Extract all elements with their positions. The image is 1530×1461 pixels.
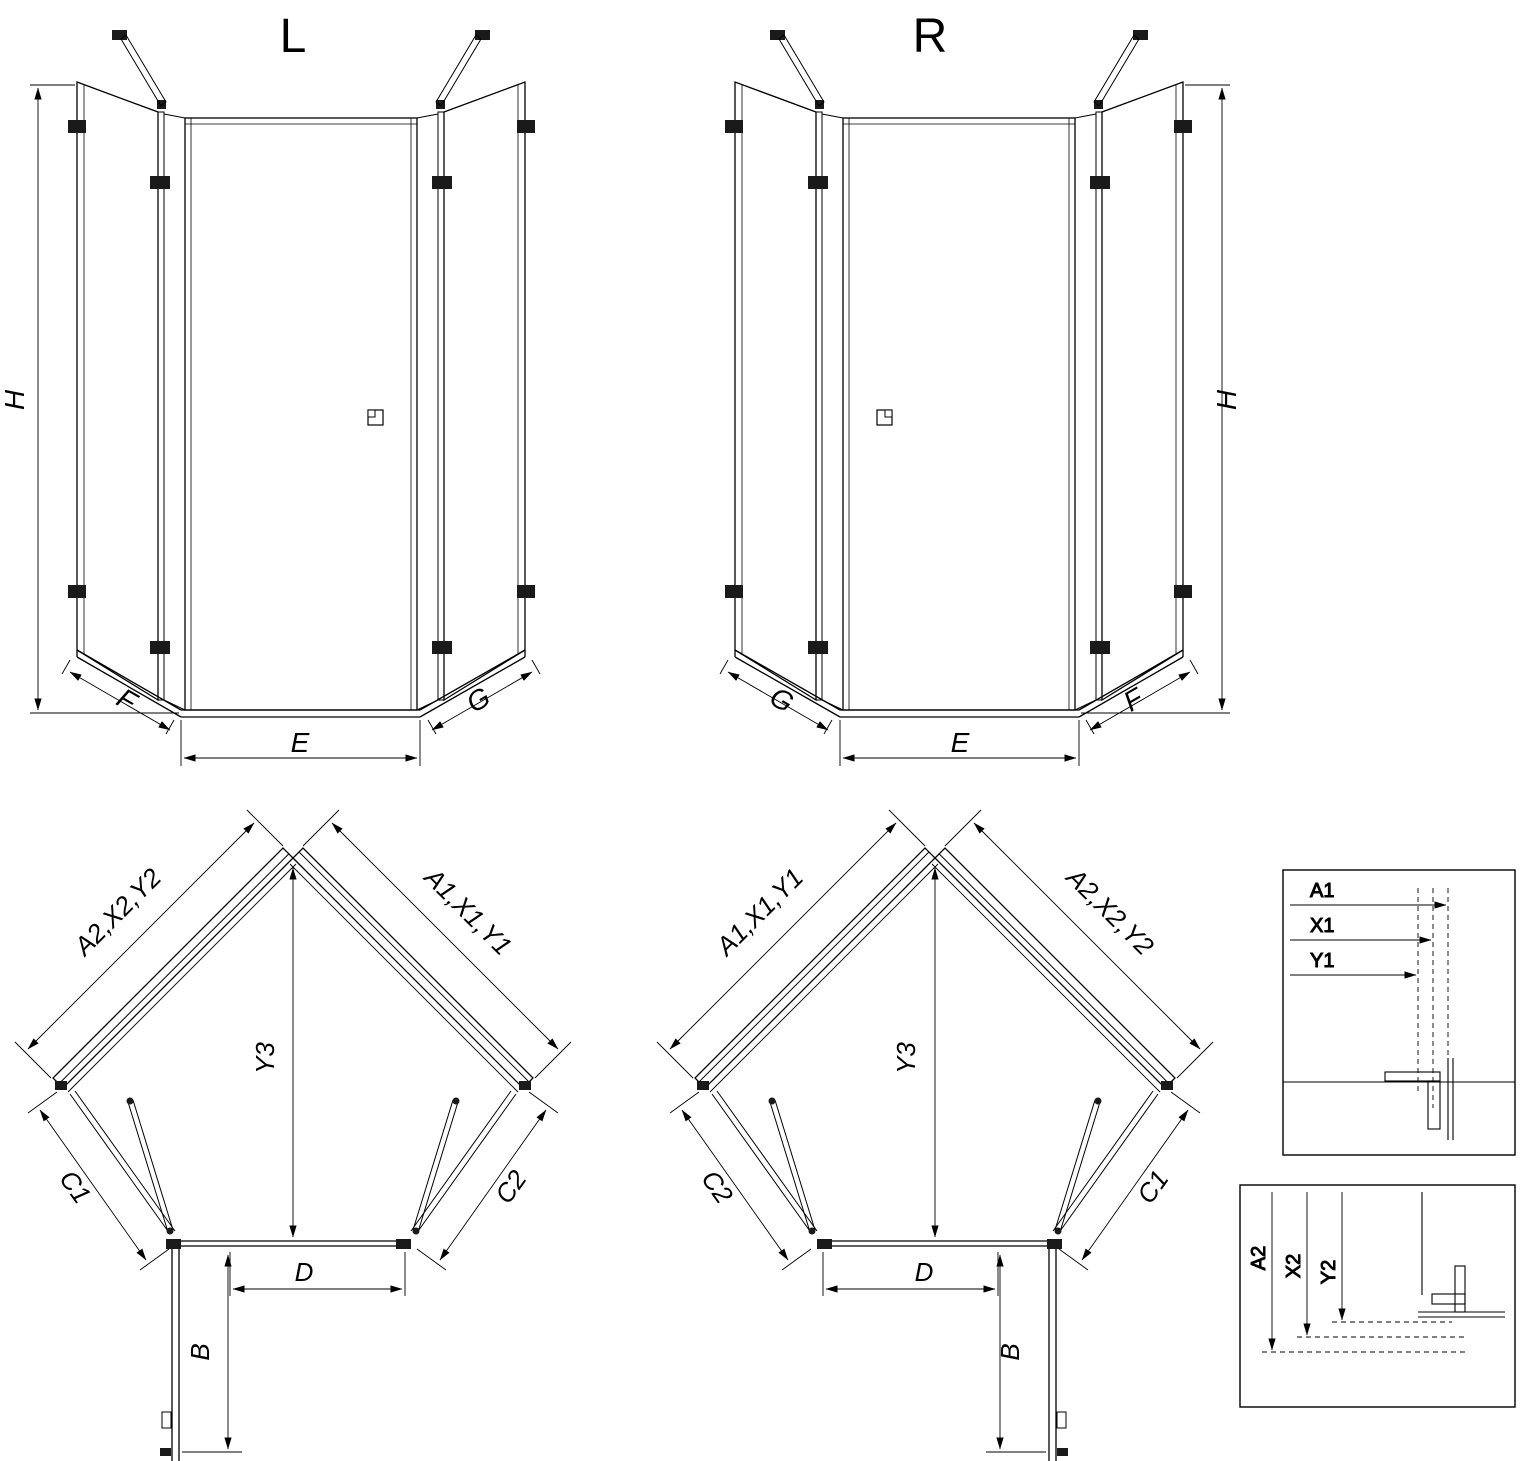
detail-top-profile — [1384, 1058, 1454, 1140]
front-left-geometry — [30, 30, 540, 766]
front-right-geometry — [720, 30, 1230, 766]
detail-bottom-label-x2: X2 — [1283, 1254, 1305, 1278]
front-left-dim-h: H — [0, 389, 30, 410]
plan-right-dim-wall-right: A2,X2,Y2 — [1060, 861, 1161, 962]
detail-bottom-frame — [1239, 1184, 1516, 1408]
detail-top-label-x1: X1 — [1310, 915, 1334, 937]
plan-right-dim-c-left: C2 — [695, 1165, 739, 1210]
detail-top-frame — [1282, 869, 1516, 1156]
plan-view-right: A1,X1,Y1 A2,X2,Y2 Y3 C2 C1 D B — [657, 810, 1213, 1461]
plan-right-dim-y3: Y3 — [891, 1042, 921, 1074]
detail-top-reference-lines — [1417, 888, 1449, 1108]
plan-right-dim-b: B — [995, 1343, 1025, 1360]
plan-right-dim-c-right: C1 — [1131, 1165, 1175, 1209]
front-view-left: L H F E G — [0, 10, 540, 766]
detail-box-bottom: A2 X2 Y2 — [1239, 1184, 1516, 1408]
plan-left-dim-c-right: C2 — [489, 1164, 533, 1209]
plan-left-dim-b: B — [185, 1343, 215, 1360]
detail-top-label-y1: Y1 — [1310, 950, 1334, 972]
front-left-dim-e: E — [291, 727, 310, 758]
plan-right-geometry — [657, 810, 1213, 1461]
front-left-title: L — [280, 10, 307, 63]
plan-right-dim-wall-left: A1,X1,Y1 — [709, 862, 809, 962]
plan-left-dim-d: D — [295, 1257, 314, 1287]
detail-bottom-label-a2: A2 — [1248, 1246, 1270, 1270]
detail-bottom-label-y2: Y2 — [1318, 1260, 1340, 1284]
plan-left-geometry — [15, 810, 571, 1461]
plan-left-dim-wall-left: A2,X2,Y2 — [67, 862, 168, 963]
detail-bottom-reference-lines — [1262, 1321, 1465, 1353]
front-view-right: R H G E F — [720, 10, 1242, 766]
plan-left-dim-c-left: C1 — [53, 1165, 97, 1209]
detail-top-label-a1: A1 — [1310, 880, 1334, 902]
detail-box-top: A1 X1 Y1 — [1282, 869, 1516, 1156]
plan-left-dim-y3: Y3 — [250, 1042, 280, 1074]
plan-left-dim-wall-right: A1,X1,Y1 — [418, 861, 518, 961]
front-right-dim-e: E — [951, 727, 970, 758]
front-right-dim-h: H — [1211, 389, 1242, 410]
plan-right-dim-d: D — [915, 1257, 934, 1287]
plan-view-left: A2,X2,Y2 A1,X1,Y1 Y3 C1 C2 D B — [15, 810, 571, 1461]
detail-bottom-profile — [1418, 1265, 1505, 1318]
front-right-title: R — [913, 10, 948, 63]
